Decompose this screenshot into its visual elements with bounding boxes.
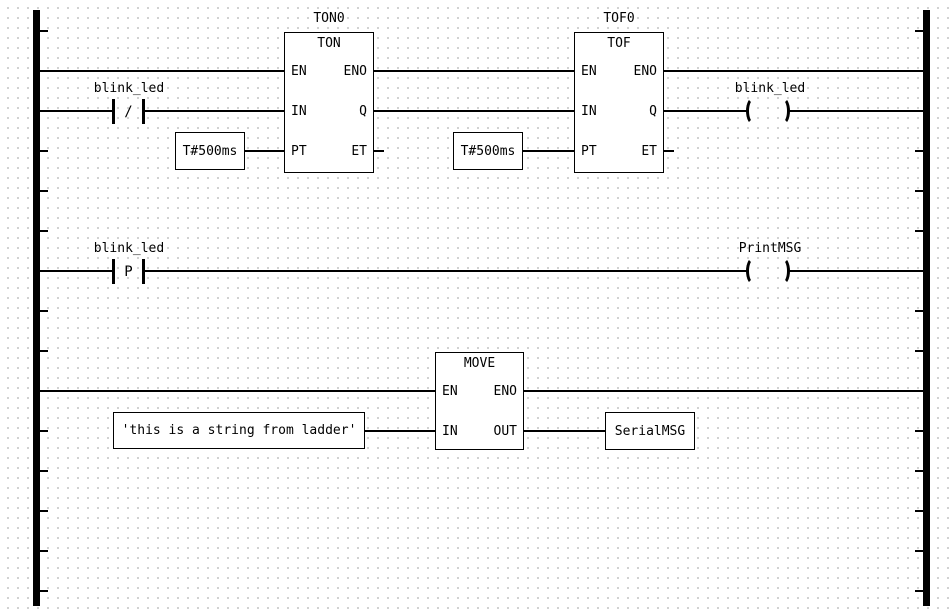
wire bbox=[788, 270, 923, 272]
et-output-stub bbox=[664, 150, 674, 152]
wire bbox=[145, 110, 284, 112]
move-output-variable-box[interactable]: SerialMSG bbox=[605, 412, 695, 450]
ton-instance-label: TON0 bbox=[313, 11, 345, 26]
pin-en: EN bbox=[291, 64, 307, 79]
contact-variable-label: blink_led bbox=[93, 241, 165, 256]
pin-en: EN bbox=[581, 64, 597, 79]
wire bbox=[40, 70, 284, 72]
pin-in: IN bbox=[442, 424, 458, 439]
wire bbox=[245, 150, 284, 152]
contact-right-bar bbox=[142, 259, 145, 284]
block-title: TON bbox=[317, 36, 341, 51]
contact-left-bar bbox=[112, 259, 115, 284]
ton-function-block[interactable]: TON EN ENO IN Q PT ET bbox=[284, 32, 374, 173]
pin-eno: ENO bbox=[633, 64, 657, 79]
coil-variable-label: blink_led bbox=[734, 81, 806, 96]
wire bbox=[524, 430, 605, 432]
coil-right-paren bbox=[775, 97, 790, 125]
et-output-stub bbox=[374, 150, 384, 152]
wire bbox=[145, 270, 749, 272]
pin-q: Q bbox=[649, 104, 657, 119]
tof-function-block[interactable]: TOF EN ENO IN Q PT ET bbox=[574, 32, 664, 173]
wire bbox=[664, 70, 923, 72]
contact-modifier: P bbox=[124, 263, 133, 280]
literal-value: 'this is a string from ladder' bbox=[121, 423, 357, 438]
variable-value: SerialMSG bbox=[614, 423, 686, 439]
left-rail-connection-stubs bbox=[40, 30, 48, 593]
tof-pt-literal-box[interactable]: T#500ms bbox=[453, 132, 523, 170]
block-title: TOF bbox=[607, 36, 631, 51]
wire bbox=[523, 150, 574, 152]
contact-left-bar bbox=[112, 99, 115, 124]
left-power-rail bbox=[33, 10, 40, 606]
contact-blink-led-negated[interactable]: / bbox=[112, 99, 145, 124]
contact-modifier: / bbox=[124, 103, 133, 120]
pin-eno: ENO bbox=[343, 64, 367, 79]
block-title: MOVE bbox=[463, 356, 496, 371]
coil-printmsg[interactable] bbox=[746, 257, 790, 285]
wire bbox=[365, 430, 435, 432]
wire bbox=[374, 70, 574, 72]
contact-variable-label: blink_led bbox=[93, 81, 165, 96]
tof-instance-label: TOF0 bbox=[603, 11, 635, 26]
wire bbox=[664, 110, 749, 112]
pin-pt: PT bbox=[581, 144, 597, 159]
move-function-block[interactable]: MOVE EN ENO IN OUT bbox=[435, 352, 524, 450]
pin-pt: PT bbox=[291, 144, 307, 159]
coil-blink-led[interactable] bbox=[746, 97, 790, 125]
right-power-rail bbox=[923, 10, 930, 606]
coil-left-paren bbox=[746, 257, 761, 285]
pin-eno: ENO bbox=[493, 384, 517, 399]
wire bbox=[524, 390, 923, 392]
right-rail-connection-stubs bbox=[915, 30, 923, 593]
move-input-literal-box[interactable]: 'this is a string from ladder' bbox=[113, 412, 365, 449]
wire bbox=[40, 110, 113, 112]
contact-blink-led-rising-edge[interactable]: P bbox=[112, 259, 145, 284]
pin-q: Q bbox=[359, 104, 367, 119]
coil-left-paren bbox=[746, 97, 761, 125]
literal-value: T#500ms bbox=[460, 143, 516, 159]
literal-value: T#500ms bbox=[182, 143, 238, 159]
ton-pt-literal-box[interactable]: T#500ms bbox=[175, 132, 245, 170]
pin-out: OUT bbox=[493, 424, 517, 439]
wire bbox=[40, 390, 435, 392]
coil-variable-label: PrintMSG bbox=[738, 241, 802, 256]
pin-et: ET bbox=[641, 144, 657, 159]
wire bbox=[374, 110, 574, 112]
coil-right-paren bbox=[775, 257, 790, 285]
pin-in: IN bbox=[581, 104, 597, 119]
wire bbox=[788, 110, 923, 112]
wire bbox=[40, 270, 113, 272]
pin-en: EN bbox=[442, 384, 458, 399]
pin-in: IN bbox=[291, 104, 307, 119]
contact-right-bar bbox=[142, 99, 145, 124]
pin-et: ET bbox=[351, 144, 367, 159]
